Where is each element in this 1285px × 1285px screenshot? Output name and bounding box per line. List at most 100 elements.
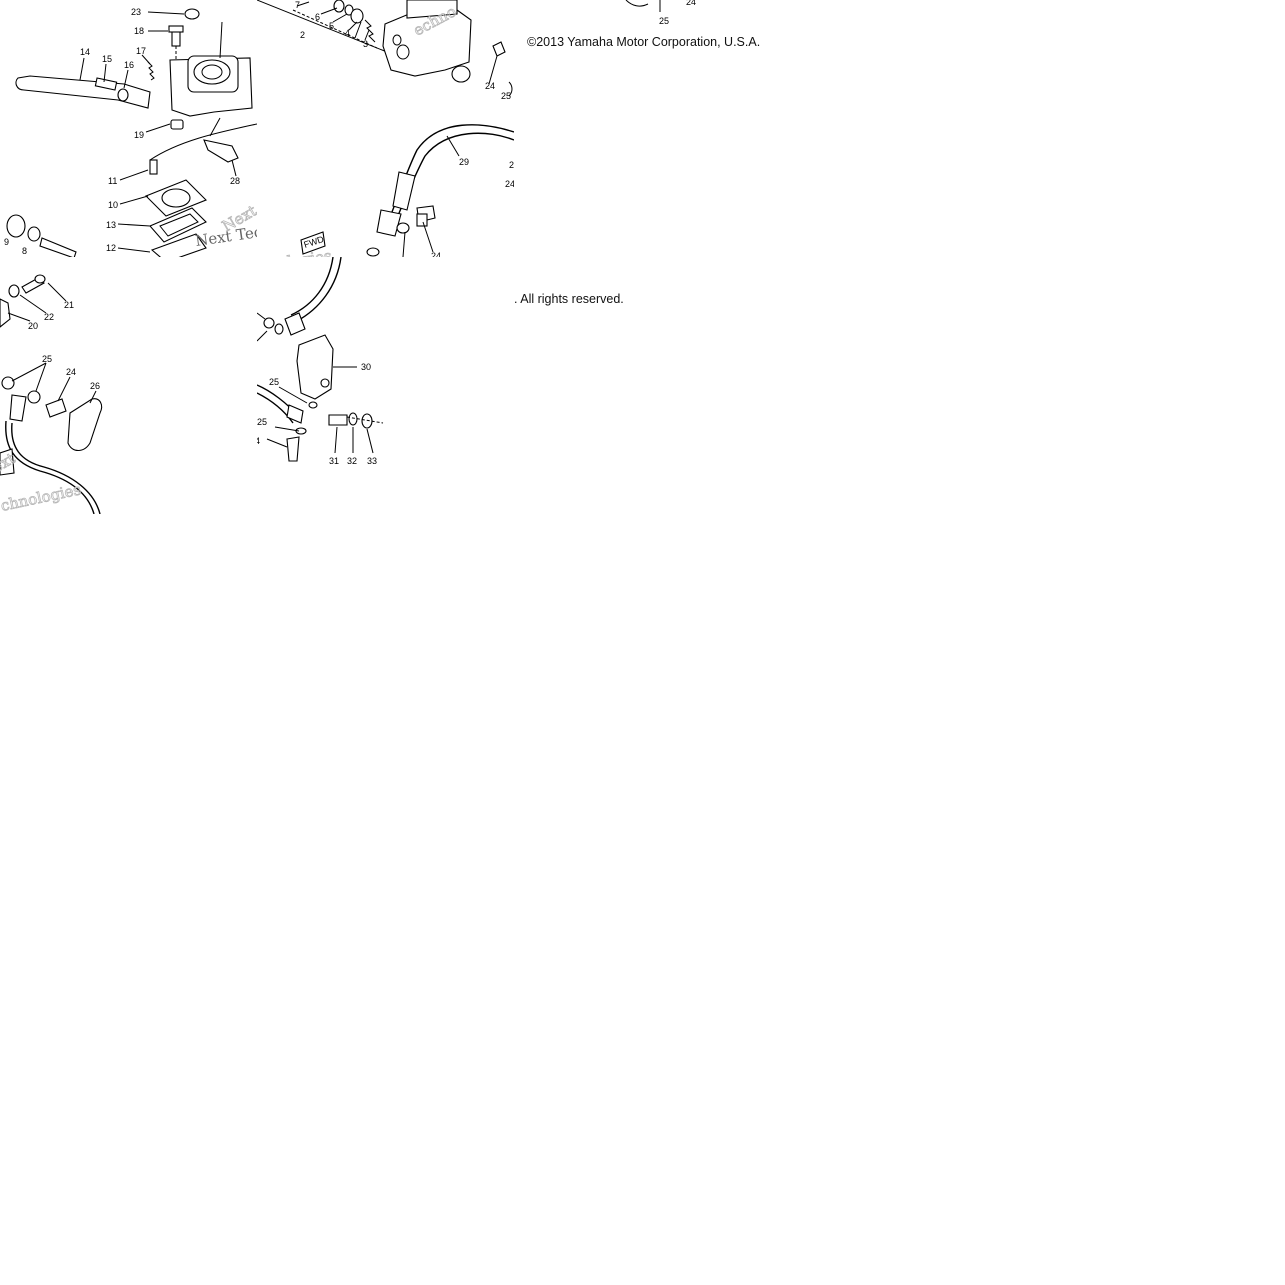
callout-24: 24	[66, 367, 76, 377]
callout-33: 33	[367, 456, 377, 466]
callout-13: 13	[106, 220, 116, 230]
callout-31: 31	[329, 456, 339, 466]
exploded-diagram-caliper: FWD 7 6 5 2 4 3 29 24 24 25 24 2 echno o…	[257, 0, 514, 257]
joint-bracket	[296, 334, 334, 400]
rights-notice: . All rights reserved.	[514, 292, 624, 306]
callout-24: 24	[431, 251, 441, 257]
washer	[361, 413, 373, 429]
callout-10: 10	[108, 200, 118, 210]
seal	[333, 0, 345, 13]
washer	[348, 412, 358, 426]
callout-22: 22	[44, 312, 54, 322]
callout-2: 2	[509, 160, 514, 170]
washer	[170, 119, 184, 130]
diagram-tile-lever-master-cylinder: 23 18 17 14 15 16 19 11 10 13 12 28 9 8 …	[0, 0, 257, 257]
washer	[263, 317, 275, 329]
ring	[27, 226, 41, 242]
hose-joint	[284, 312, 306, 336]
spring	[147, 61, 155, 81]
pivot-bolt	[94, 77, 118, 91]
callout-30: 30	[361, 362, 371, 372]
hose-fitting	[376, 209, 402, 237]
union-bolt	[492, 41, 506, 57]
union-bolt	[286, 436, 300, 462]
callout-25: 25	[257, 417, 267, 427]
bracket	[0, 298, 11, 328]
diagram-tile-top-right: 25 24	[514, 0, 771, 257]
callout-21: 21	[64, 300, 74, 310]
fitting	[451, 65, 471, 83]
callout-24: 24	[485, 81, 495, 91]
callout-11: 11	[108, 176, 117, 186]
washer	[366, 247, 380, 257]
mount-bolt-head	[168, 25, 184, 33]
callout-19: 19	[134, 130, 144, 140]
callout-8: 8	[22, 246, 27, 256]
callout-16: 16	[124, 60, 134, 70]
exploded-diagram-joint: 30 25 25 31 32 33 4	[257, 257, 384, 466]
callout-29: 29	[459, 157, 469, 167]
washer	[344, 4, 354, 16]
cover-screw	[149, 159, 158, 175]
hose-fitting	[392, 171, 416, 211]
spring	[364, 19, 376, 43]
callout-2: 2	[300, 30, 305, 40]
exploded-diagram-fragment: 25 24	[625, 0, 696, 26]
callout-24: 24	[505, 179, 514, 189]
union-bolt	[45, 398, 67, 418]
fwd-arrow-tag	[300, 231, 326, 255]
bolt-shank	[416, 213, 428, 227]
watermark-text: ologies	[277, 247, 333, 257]
bracket-bolt	[328, 414, 348, 426]
callout-23: 23	[131, 7, 141, 17]
callout-24: 24	[686, 0, 696, 7]
callout-25: 25	[501, 91, 511, 101]
washer	[274, 323, 284, 335]
callout-14: 14	[80, 47, 90, 57]
handlebar-clamp	[203, 139, 239, 163]
callout-26: 26	[90, 381, 100, 391]
diagram-tile-caliper: FWD 7 6 5 2 4 3 29 24 24 25 24 2 echno o…	[257, 0, 514, 257]
washer	[27, 390, 41, 404]
callout-25: 25	[659, 16, 669, 26]
washer	[1, 376, 15, 390]
rubber-cap	[67, 398, 103, 452]
copyright-notice: ©2013 Yamaha Motor Corporation, U.S.A.	[527, 35, 761, 49]
callout-7: 7	[295, 0, 300, 10]
callout-32: 32	[347, 456, 357, 466]
lever-nut	[117, 88, 129, 102]
callout-15: 15	[102, 54, 112, 64]
caliper-top	[406, 0, 458, 19]
cap-screw	[184, 8, 200, 20]
callout-9: 9	[4, 237, 9, 247]
callout-25: 25	[269, 377, 279, 387]
callout-18: 18	[134, 26, 144, 36]
hose-fitting	[9, 394, 27, 422]
diagram-tile-joint: 30 25 25 31 32 33 4	[257, 257, 514, 514]
callout-20: 20	[28, 321, 38, 331]
piston-rod	[39, 237, 77, 257]
callout-28: 28	[230, 176, 240, 186]
callout-5: 5	[329, 21, 334, 31]
exploded-diagram-lower: 21 22 20 25 24 26 ext chnologies	[0, 274, 103, 514]
callout-12: 12	[106, 243, 116, 253]
brake-hose	[5, 420, 95, 514]
brake-lever	[15, 75, 151, 109]
diagram-tile-hose-lower: 21 22 20 25 24 26 ext chnologies	[0, 257, 257, 514]
callout-17: 17	[136, 46, 146, 56]
brake-hose	[296, 257, 342, 322]
hose-fitting	[286, 404, 304, 424]
boot	[6, 214, 26, 238]
washer	[8, 284, 20, 298]
diaphragm	[150, 233, 207, 257]
piston	[350, 8, 364, 24]
washer	[308, 401, 318, 409]
reservoir-cap	[193, 59, 231, 85]
exploded-diagram-lever: 23 18 17 14 15 16 19 11 10 13 12 28 9 8 …	[4, 7, 257, 257]
watermark-text: chnologies	[0, 480, 83, 514]
callout-25: 25	[42, 354, 52, 364]
hose-end	[0, 448, 15, 476]
callout-4: 4	[257, 436, 260, 446]
callout-3: 3	[363, 39, 368, 49]
callout-6: 6	[315, 12, 320, 22]
